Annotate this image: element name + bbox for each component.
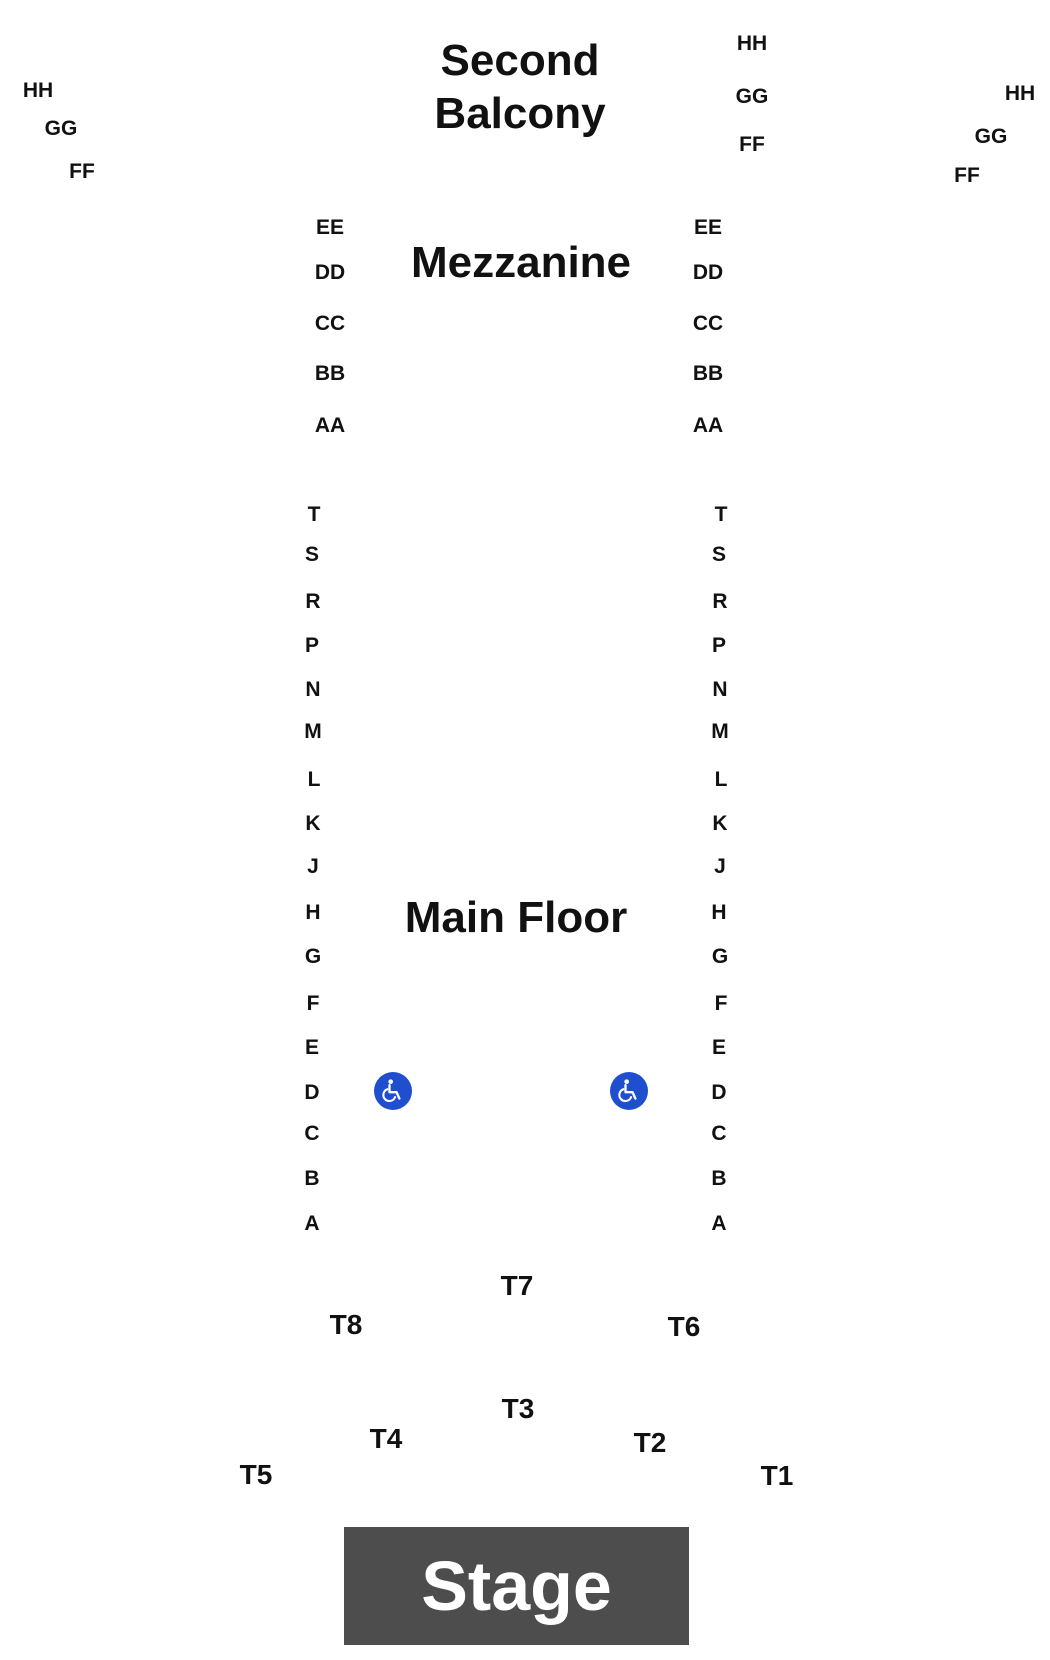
balcony-center-row[interactable]: HH	[736, 32, 768, 55]
main-floor-right-row[interactable]: N	[712, 678, 728, 701]
balcony-left-row[interactable]: FF	[69, 160, 95, 183]
main-floor-right-row[interactable]: R	[712, 590, 728, 613]
mezzanine-right-row[interactable]: BB	[692, 362, 724, 385]
main-floor-left-row[interactable]: J	[307, 855, 319, 878]
main-floor-left-row[interactable]: F	[306, 992, 320, 1015]
main-floor-left-row[interactable]: N	[305, 678, 321, 701]
main-floor-left-row[interactable]: H	[305, 901, 321, 924]
main-floor-right-row[interactable]: L	[714, 768, 728, 791]
main-floor-left-row[interactable]: T	[307, 503, 321, 526]
section-second-balcony: Second Balcony	[434, 36, 606, 138]
mezzanine-left-row[interactable]: BB	[314, 362, 346, 385]
main-floor-right-row[interactable]: E	[711, 1036, 727, 1059]
table-t8[interactable]: T8	[329, 1309, 363, 1340]
mezzanine-left-row[interactable]: AA	[314, 414, 346, 437]
table-t6[interactable]: T6	[667, 1311, 701, 1342]
balcony-right-row[interactable]: HH	[1004, 82, 1036, 105]
mezzanine-right-row[interactable]: AA	[692, 414, 724, 437]
main-floor-left-row[interactable]: E	[304, 1036, 320, 1059]
main-floor-right-row[interactable]: S	[711, 543, 727, 566]
wheelchair-glyph	[618, 1079, 637, 1103]
main-floor-right-row[interactable]: T	[714, 503, 728, 526]
balcony-right-row[interactable]: GG	[974, 125, 1008, 148]
mezzanine-right-row[interactable]: DD	[692, 261, 724, 284]
stage: Stage	[344, 1527, 689, 1645]
mezzanine-left-row[interactable]: EE	[315, 216, 345, 239]
table-t1[interactable]: T1	[760, 1460, 794, 1491]
main-floor-left-row[interactable]: L	[307, 768, 321, 791]
main-floor-left-row[interactable]: K	[305, 812, 321, 835]
stage-label: Stage	[421, 1547, 612, 1625]
main-floor-left-row[interactable]: D	[304, 1081, 320, 1104]
main-floor-right-row[interactable]: G	[711, 945, 729, 968]
main-floor-right-row[interactable]: H	[711, 901, 727, 924]
main-floor-left-row[interactable]: M	[304, 720, 322, 743]
main-floor-left-row[interactable]: S	[304, 543, 320, 566]
table-t3[interactable]: T3	[501, 1393, 535, 1424]
main-floor-left-row[interactable]: A	[304, 1212, 320, 1235]
main-floor-left-row[interactable]: R	[305, 590, 321, 613]
balcony-center-row[interactable]: GG	[735, 85, 769, 108]
main-floor-right-row[interactable]: M	[711, 720, 729, 743]
wheelchair-accessible-icon[interactable]	[610, 1072, 648, 1110]
table-t5[interactable]: T5	[239, 1459, 273, 1490]
main-floor-right-row[interactable]: D	[711, 1081, 727, 1104]
wheelchair-glyph	[382, 1079, 401, 1103]
balcony-right-row[interactable]: FF	[954, 164, 980, 187]
main-floor-right-row[interactable]: B	[711, 1167, 727, 1190]
main-floor-left-row[interactable]: B	[304, 1167, 320, 1190]
main-floor-left-row[interactable]: G	[304, 945, 322, 968]
main-floor-left-row[interactable]: C	[304, 1122, 320, 1145]
main-floor-right-row[interactable]: A	[711, 1212, 727, 1235]
main-floor-right-row[interactable]: F	[714, 992, 728, 1015]
wheelchair-accessible-icon[interactable]	[374, 1072, 412, 1110]
mezzanine-right-row[interactable]: EE	[693, 216, 723, 239]
main-floor-right-row[interactable]: C	[711, 1122, 727, 1145]
balcony-left-row[interactable]: GG	[44, 117, 78, 140]
mezzanine-left-row[interactable]: DD	[314, 261, 346, 284]
table-t4[interactable]: T4	[369, 1423, 403, 1454]
section-main-floor: Main Floor	[404, 893, 628, 942]
table-t7[interactable]: T7	[500, 1270, 534, 1301]
mezzanine-left-row[interactable]: CC	[314, 312, 346, 335]
section-mezzanine: Mezzanine	[410, 238, 632, 287]
main-floor-right-row[interactable]: P	[711, 634, 727, 657]
table-t2[interactable]: T2	[633, 1427, 667, 1458]
main-floor-right-row[interactable]: J	[714, 855, 726, 878]
main-floor-left-row[interactable]: P	[304, 634, 320, 657]
balcony-left-row[interactable]: HH	[22, 79, 54, 102]
mezzanine-right-row[interactable]: CC	[692, 312, 724, 335]
balcony-center-row[interactable]: FF	[739, 133, 765, 156]
main-floor-right-row[interactable]: K	[712, 812, 728, 835]
